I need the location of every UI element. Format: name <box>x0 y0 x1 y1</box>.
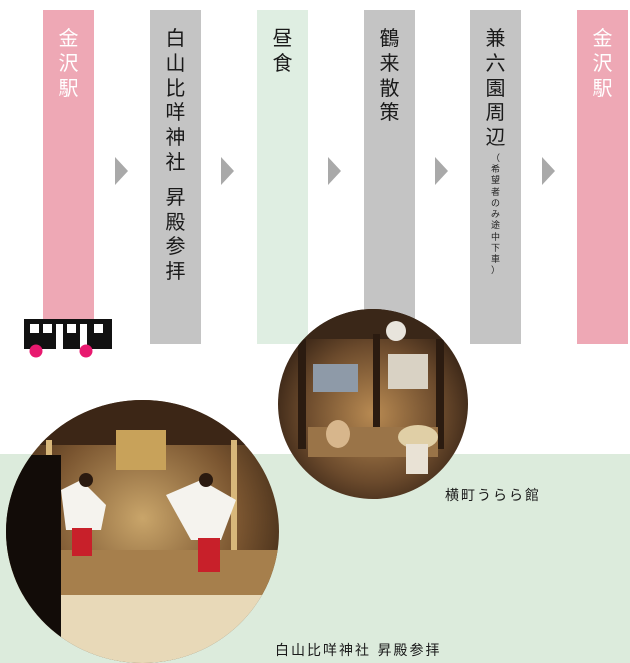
step-kanazawa-station-end: 金 沢 駅 <box>577 10 628 344</box>
note-char: 中 <box>490 232 500 243</box>
step-char: 山 <box>165 50 186 75</box>
step-char: 園 <box>485 75 506 100</box>
step-char: 食 <box>272 50 293 75</box>
step-char: 沢 <box>592 50 613 75</box>
note-char: の <box>490 198 500 209</box>
step-char: 沢 <box>58 50 79 75</box>
step-char: 金 <box>592 26 613 50</box>
step-char: 神 <box>165 125 186 150</box>
step-char: 辺 <box>485 125 506 150</box>
chevron-right-icon <box>115 157 128 185</box>
yokomachi-caption: 横町うらら館 <box>445 488 541 504</box>
note-char: 希 <box>490 165 500 176</box>
step-kenrokuen-area: 兼 六 園 周 辺 （ 希 望 者 の み 途 中 下 車 ） <box>470 10 521 344</box>
step-char: 兼 <box>485 26 506 50</box>
note-char: 者 <box>490 187 500 198</box>
note-char: 下 <box>490 243 500 254</box>
yokomachi-photo <box>278 309 468 499</box>
step-kanazawa-station-start: 金 沢 駅 <box>43 10 94 344</box>
bus-icon <box>24 319 112 358</box>
step-note: （ 希 望 者 の み 途 中 下 車 ） <box>491 154 500 278</box>
step-char: 金 <box>58 26 79 50</box>
chevron-right-icon <box>435 157 448 185</box>
note-char: 車 <box>490 255 500 266</box>
step-tsurugi-walk: 鶴 来 散 策 <box>364 10 415 344</box>
step-char: 比 <box>165 75 186 100</box>
step-char: 拝 <box>165 259 186 284</box>
step-char: 咩 <box>165 100 186 125</box>
chevron-right-icon <box>221 157 234 185</box>
step-char: 駅 <box>592 75 613 100</box>
note-char: 望 <box>490 176 500 187</box>
step-char: 殿 <box>165 209 186 234</box>
shrine-caption: 白山比咩神社 昇殿参拝 <box>275 643 442 659</box>
chevron-right-icon <box>542 157 555 185</box>
step-char: 参 <box>165 234 186 259</box>
chevron-right-icon <box>328 157 341 185</box>
step-char: 駅 <box>58 75 79 100</box>
step-char: 白 <box>165 26 186 50</box>
shrine-photo <box>6 400 279 663</box>
note-char: み <box>490 210 500 221</box>
step-shirayama-hime-shrine: 白 山 比 咩 神 社 昇 殿 参 拝 <box>150 10 201 344</box>
step-char: 社 <box>165 149 186 174</box>
step-char: 来 <box>379 50 400 75</box>
note-char: ） <box>490 266 500 277</box>
note-char: 途 <box>490 221 500 232</box>
step-lunch: 昼 食 <box>257 10 308 344</box>
step-char: 昇 <box>165 184 186 209</box>
step-char: 六 <box>485 50 506 75</box>
step-char: 周 <box>485 100 506 125</box>
step-char: 鶴 <box>379 26 400 50</box>
step-char: 昼 <box>272 26 293 50</box>
note-char: （ <box>490 153 500 164</box>
step-char: 散 <box>379 75 400 100</box>
step-char: 策 <box>379 100 400 125</box>
